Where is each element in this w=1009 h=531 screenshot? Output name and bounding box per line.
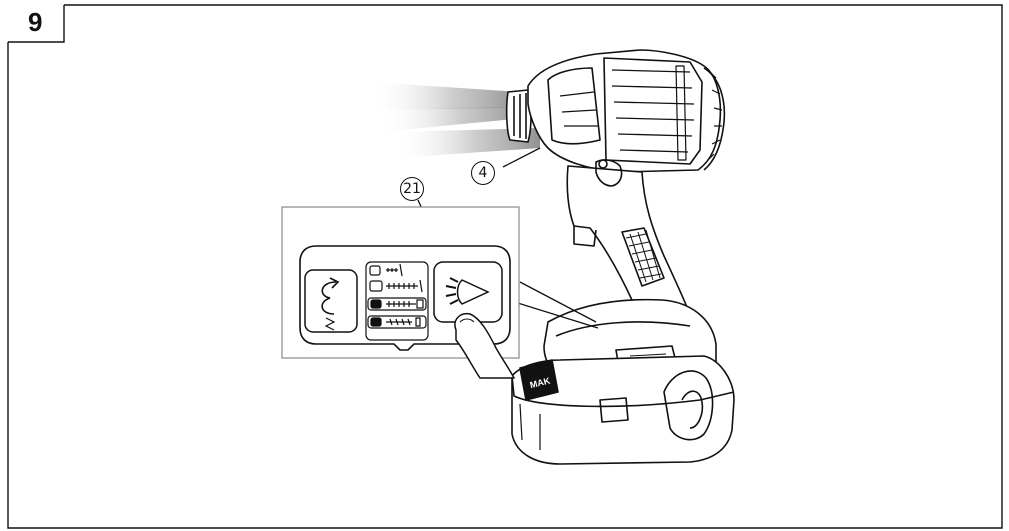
- callout-21: 21: [400, 177, 424, 201]
- callout-4: 4: [471, 161, 495, 185]
- led-light-icon: [445, 277, 490, 305]
- figure-number: 9: [28, 6, 43, 37]
- finger-press: [454, 312, 515, 379]
- callout-4-label: 4: [471, 161, 495, 185]
- screw-small-icon: [369, 263, 403, 277]
- impact-driver: [505, 49, 735, 465]
- battery-logo: MAK: [529, 375, 552, 390]
- screw-medium-icon: [369, 279, 423, 293]
- bolt-icon: [367, 315, 427, 329]
- screw-long-icon: [367, 297, 427, 311]
- rotation-arrow-icon: [321, 277, 340, 331]
- light-beams: [370, 82, 540, 158]
- screw-mode-indicators: [367, 263, 427, 329]
- figure-border: [7, 4, 1003, 529]
- svg-text:MAK: MAK: [529, 375, 552, 390]
- callout-21-label: 21: [400, 177, 424, 201]
